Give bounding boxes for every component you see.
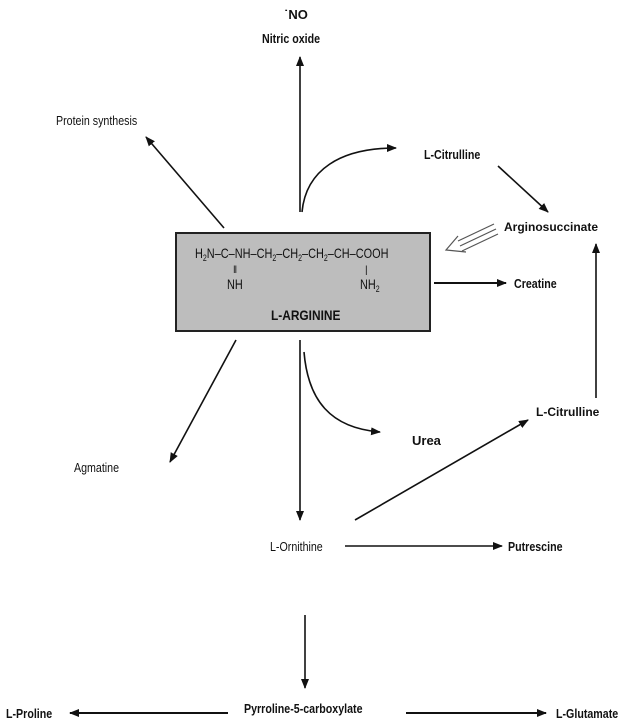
single-bond-mark: | bbox=[365, 265, 368, 276]
agmatine-label: Agmatine bbox=[74, 460, 120, 475]
arginine-formula: H2N–C–NH–CH2–CH2–CH2–CH–COOH bbox=[195, 245, 389, 263]
ornithine-label: L-Ornithine bbox=[270, 539, 323, 554]
arrow-to-citrulline-top bbox=[301, 144, 397, 213]
citrulline-right-label: L-Citrulline bbox=[536, 405, 600, 419]
arrow-to-urea bbox=[303, 351, 381, 436]
arrow-to-protein-synthesis bbox=[145, 136, 225, 229]
putrescine-label: Putrescine bbox=[508, 539, 563, 554]
citrulline-top-label: L-Citrulline bbox=[424, 147, 481, 162]
arrow-ornithine-to-citrulline bbox=[354, 419, 529, 521]
arginine-structure-box: H2N–C–NH–CH2–CH2–CH2–CH–COOH ‖ NH | NH2 … bbox=[175, 232, 431, 332]
double-bond-mark: ‖ bbox=[233, 265, 237, 276]
arginine-nh-group: NH bbox=[227, 276, 243, 292]
arginine-nh2-group: NH2 bbox=[360, 276, 380, 294]
urea-label: Urea bbox=[412, 433, 441, 448]
creatine-label: Creatine bbox=[514, 276, 557, 291]
protein-synthesis-label: Protein synthesis bbox=[56, 113, 138, 128]
arginine-name: L-ARGININE bbox=[271, 307, 341, 323]
arrow-to-agmatine bbox=[169, 339, 237, 463]
glutamate-label: L-Glutamate bbox=[556, 706, 619, 721]
arrow-citrulline-to-arginosuccinate bbox=[497, 165, 549, 213]
p5c-label: Pyrroline-5-carboxylate bbox=[244, 701, 363, 716]
nitric-oxide-label: Nitric oxide bbox=[262, 31, 321, 46]
no-radical-label: ˙NO bbox=[284, 7, 308, 22]
proline-label: L-Proline bbox=[6, 706, 53, 721]
arrow-arginosuccinate-to-arginine bbox=[444, 223, 499, 253]
arginosuccinate-label: Arginosuccinate bbox=[504, 220, 599, 234]
